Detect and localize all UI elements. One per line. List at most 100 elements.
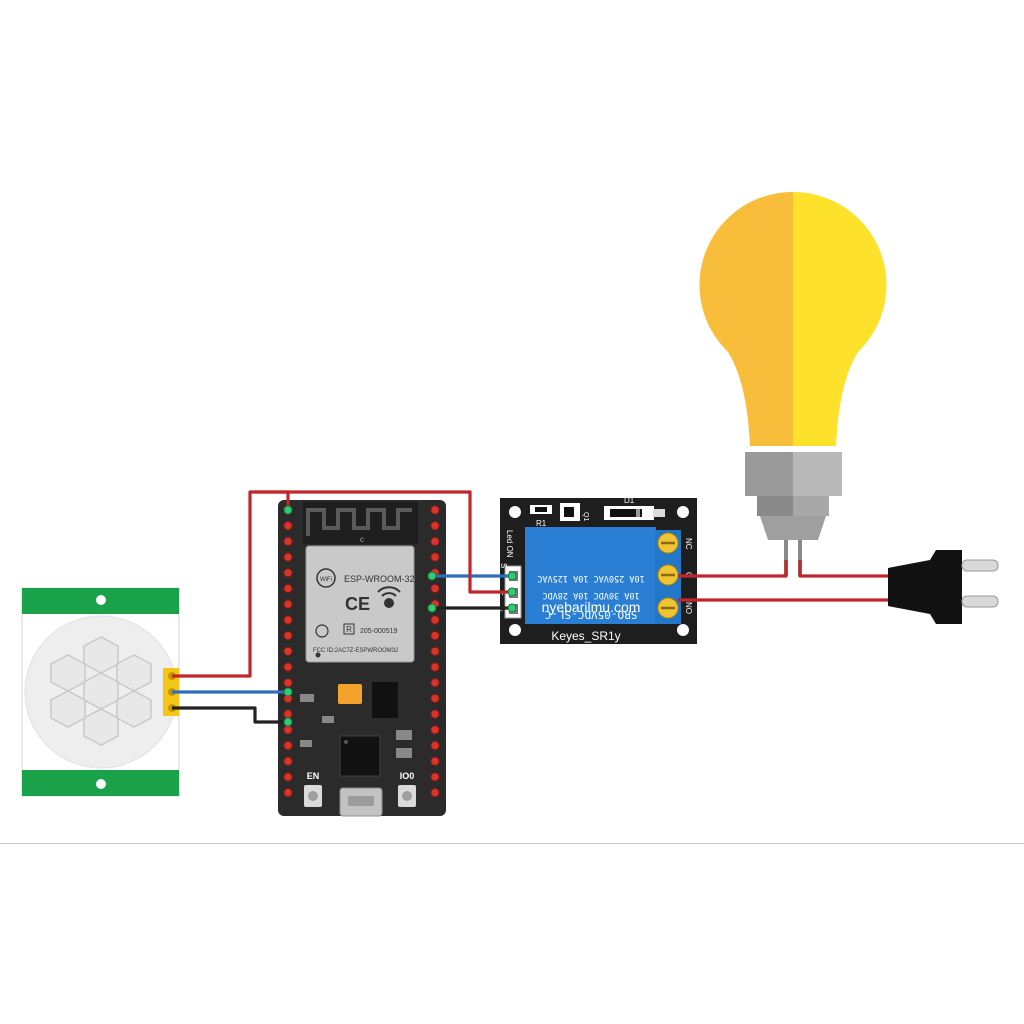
r-box [343,623,355,635]
plug-prong [961,595,999,608]
header-pin [283,552,293,562]
wire-relay-com [678,560,788,578]
d1-label: D1 [624,496,635,505]
bulb-lead-right [798,540,802,576]
relay-rating-line-2: 10A 250VAC 10A 125VAC [537,573,644,583]
terminal-no [657,597,679,619]
header-pin [283,599,293,609]
bulb-neck-right [793,496,829,516]
bulb-contact [760,516,826,540]
en-button-cap [308,791,318,801]
terminal-c [657,564,679,586]
q1-label: Q1 [582,512,589,521]
wifi-waves-icon [377,586,401,608]
bulb-base-right [793,452,842,496]
relay-mount-hole [677,624,689,636]
plug-body [888,550,962,624]
resistor-r1-body [535,507,547,512]
light-bulb [699,191,887,576]
led-indicator [653,509,665,517]
voltage-regulator [372,682,398,718]
power-plug [888,550,999,624]
header-pin [283,615,293,625]
smd-component [396,730,412,740]
bulb-base-left [745,452,793,496]
watermark: nyebarilmu.com [542,599,641,615]
header-pin [430,583,440,594]
diode-d1-body [610,509,642,517]
header-pin [283,756,293,766]
header-pin [430,505,440,515]
r1-label: R1 [536,519,547,528]
smd-component [396,748,412,758]
nc-label: NC [684,538,693,550]
micro-usb-opening [348,796,374,806]
ce-mark: CE [345,594,370,614]
pir-mount-hole [96,595,106,605]
relay-mount-hole [509,506,521,518]
header-pin [283,568,293,578]
header-pin [430,787,440,798]
pin1-dot [315,652,321,658]
header-pin [283,709,293,719]
pir-mount-hole [96,779,106,789]
fcc-id: FCC ID:2AC7Z-ESPWROOM32 [313,648,399,654]
pin-s-label: S [499,563,508,568]
relay-cube [525,527,656,624]
header-pin [283,678,293,688]
wifi-logo-icon [316,568,336,588]
header-pin [430,521,440,531]
pir-lens-cells [50,636,152,746]
smd-component [300,694,314,702]
diode-d1-band [636,509,640,517]
header-pin [430,615,440,625]
en-label: EN [307,771,320,781]
esp32-board: c ESP-WROOM-32 WiFi CE R 205-000519 FCC … [278,500,446,817]
header-pin [283,536,293,547]
relay-rating-line-1: 10A 30VDC 10A 28VDC [542,590,639,600]
header-pin [430,678,440,688]
antenna-label: c [360,535,364,544]
bottom-divider [0,843,1024,844]
no-label: NO [684,602,693,614]
wire-joints [283,505,517,727]
header-pin [283,662,293,672]
header-pin [430,772,440,782]
smd-component [300,740,312,747]
tantalum-capacitor [338,684,362,704]
relay-mount-hole [509,624,521,636]
bulb-lead-left [784,540,788,576]
header-pin [283,521,293,531]
cert-number: 205-000519 [360,628,397,635]
header-pin [283,787,293,798]
wifi-logo-text: WiFi [320,577,332,583]
header-pin [430,536,440,547]
header-pin [283,725,293,735]
pir-sensor [21,587,180,797]
header-pin [283,646,293,656]
io0-button-cap [402,791,412,801]
relay-model-text: SRO-05VDC-SL-C [545,608,638,621]
io0-label: IO0 [400,771,415,781]
header-pin [430,709,440,719]
header-pin [430,725,440,735]
transistor-q1-body [564,507,574,517]
header-pin [283,630,293,641]
header-pin [430,756,440,766]
wire-pir-gnd [172,706,288,724]
wires [172,490,888,724]
header-pin [430,630,440,641]
bulb-neck-left [757,496,793,516]
smd-component [322,716,334,723]
header-pin [430,693,440,704]
esp32-shield-can [305,545,415,663]
bulb-glass-right [793,191,887,446]
wire-bulb-to-plug [798,560,888,578]
relay-module: R1 Q1 D1 Led ON SRO-05VDC-SL-C 10A 30VDC… [499,496,697,644]
header-pin [283,740,293,751]
r-mark: R [346,625,352,634]
relay-board-name: Keyes_SR1y [551,629,620,643]
pin-minus-label: - [500,606,503,615]
wire-relay-vcc [255,490,512,594]
header-pin [430,646,440,656]
